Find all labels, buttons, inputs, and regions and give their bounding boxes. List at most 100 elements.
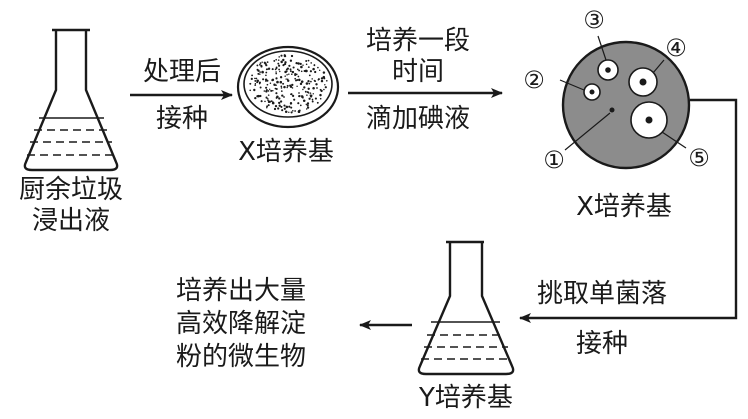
speckle-dot — [291, 94, 295, 98]
speckle-dot — [256, 81, 259, 84]
speckle-dot — [267, 99, 269, 102]
speckle-dot — [259, 94, 262, 98]
speckle-dot — [317, 79, 320, 81]
speckle-dot — [296, 85, 298, 88]
speckle-dot — [305, 63, 308, 66]
speckle-dot — [275, 77, 278, 80]
speckle-dot — [279, 76, 283, 79]
colony-label-5: ⑤ — [688, 144, 710, 172]
speckle-dot — [285, 68, 288, 71]
speckle-dot — [311, 100, 314, 103]
speckle-dot — [305, 103, 308, 106]
speckle-dot — [265, 68, 268, 71]
speckle-dot — [286, 84, 289, 87]
colony-label-3: ③ — [583, 6, 605, 34]
speckle-dot — [300, 80, 304, 83]
speckle-dot — [289, 59, 293, 62]
colony-1 — [609, 107, 615, 113]
colony-2 — [589, 89, 595, 95]
speckle-dot — [294, 72, 297, 76]
arrow1-top-label: 处理后 — [143, 57, 221, 87]
speckle-dot — [302, 99, 306, 102]
speckle-dot — [312, 67, 315, 71]
speckle-dot — [305, 60, 308, 62]
speckle-dot — [286, 79, 290, 83]
speckle-dot — [316, 87, 318, 89]
speckle-dot — [267, 90, 270, 92]
speckle-dot — [276, 80, 279, 84]
speckle-dot — [305, 108, 308, 110]
speckle-dot — [270, 89, 273, 92]
arrow2-bottom-label: 滴加碘液 — [366, 104, 470, 134]
speckle-dot — [323, 77, 326, 80]
speckle-dot — [253, 88, 256, 92]
speckle-dot — [303, 86, 306, 89]
speckle-dot — [269, 88, 271, 91]
colony-4 — [639, 78, 647, 86]
speckle-dot — [281, 94, 284, 97]
speckle-dot — [254, 82, 257, 85]
speckle-dot — [296, 79, 299, 81]
speckle-dot — [286, 73, 288, 76]
speckle-dot — [306, 91, 309, 94]
speckle-dot — [325, 79, 328, 82]
pick-top-label: 挑取单菌落 — [537, 279, 667, 309]
flask1-caption-line1: 厨余垃圾 — [19, 175, 123, 205]
speckle-dot — [283, 107, 286, 110]
flask-leachate — [23, 28, 119, 172]
speckle-dot — [288, 73, 290, 75]
speckle-dot — [284, 110, 288, 114]
speckle-dot — [281, 109, 284, 112]
flask2-caption: Y培养基 — [418, 383, 513, 413]
petri-dish-x-inoculated — [236, 45, 340, 129]
speckle-dot — [312, 86, 315, 90]
speckle-dot — [266, 83, 269, 86]
speckle-dot — [291, 83, 294, 87]
speckle-dot — [266, 106, 268, 109]
speckle-dot — [301, 95, 304, 99]
speckle-dot — [297, 109, 301, 113]
speckle-dot — [323, 88, 325, 91]
speckle-dot — [296, 68, 299, 71]
speckle-dot — [300, 65, 303, 69]
speckle-dot — [280, 90, 283, 92]
speckle-dot — [283, 96, 285, 98]
speckle-dot — [264, 62, 267, 65]
speckle-dot — [319, 97, 322, 100]
speckle-dot — [320, 77, 324, 80]
speckle-dot — [310, 80, 312, 83]
speckle-dot — [288, 64, 291, 67]
speckle-dot — [311, 78, 313, 80]
speckle-dot — [290, 106, 293, 109]
speckle-dot — [272, 89, 274, 92]
arrow2-top-label-line2: 时间 — [392, 57, 444, 87]
speckle-dot — [300, 70, 303, 73]
speckle-dot — [299, 104, 302, 107]
speckle-dot — [297, 62, 300, 65]
petri-dish-x-stained — [561, 40, 691, 170]
speckle-dot — [254, 96, 257, 100]
speckle-dot — [275, 71, 277, 73]
speckle-dot — [316, 101, 319, 104]
speckle-dot — [254, 84, 257, 86]
speckle-dot — [304, 90, 307, 93]
speckle-dot — [315, 83, 318, 86]
speckle-dot — [307, 66, 310, 69]
speckle-dot — [259, 73, 261, 75]
speckle-dot — [273, 107, 277, 111]
speckle-dot — [259, 71, 261, 73]
arrow1-bottom-label: 接种 — [156, 104, 208, 134]
colony-label-2: ② — [523, 66, 545, 94]
colony-3 — [605, 67, 611, 73]
speckle-dot — [317, 66, 319, 69]
speckle-dot — [306, 104, 309, 107]
speckle-dot — [286, 70, 288, 72]
speckle-dot — [271, 101, 275, 105]
speckle-dot — [278, 56, 280, 58]
speckle-dot — [256, 64, 259, 67]
speckle-dot — [265, 71, 268, 74]
speckle-dot — [256, 95, 259, 98]
speckle-dot — [298, 94, 301, 98]
speckle-dot — [302, 88, 304, 91]
pick-bottom-label: 接种 — [576, 329, 628, 359]
